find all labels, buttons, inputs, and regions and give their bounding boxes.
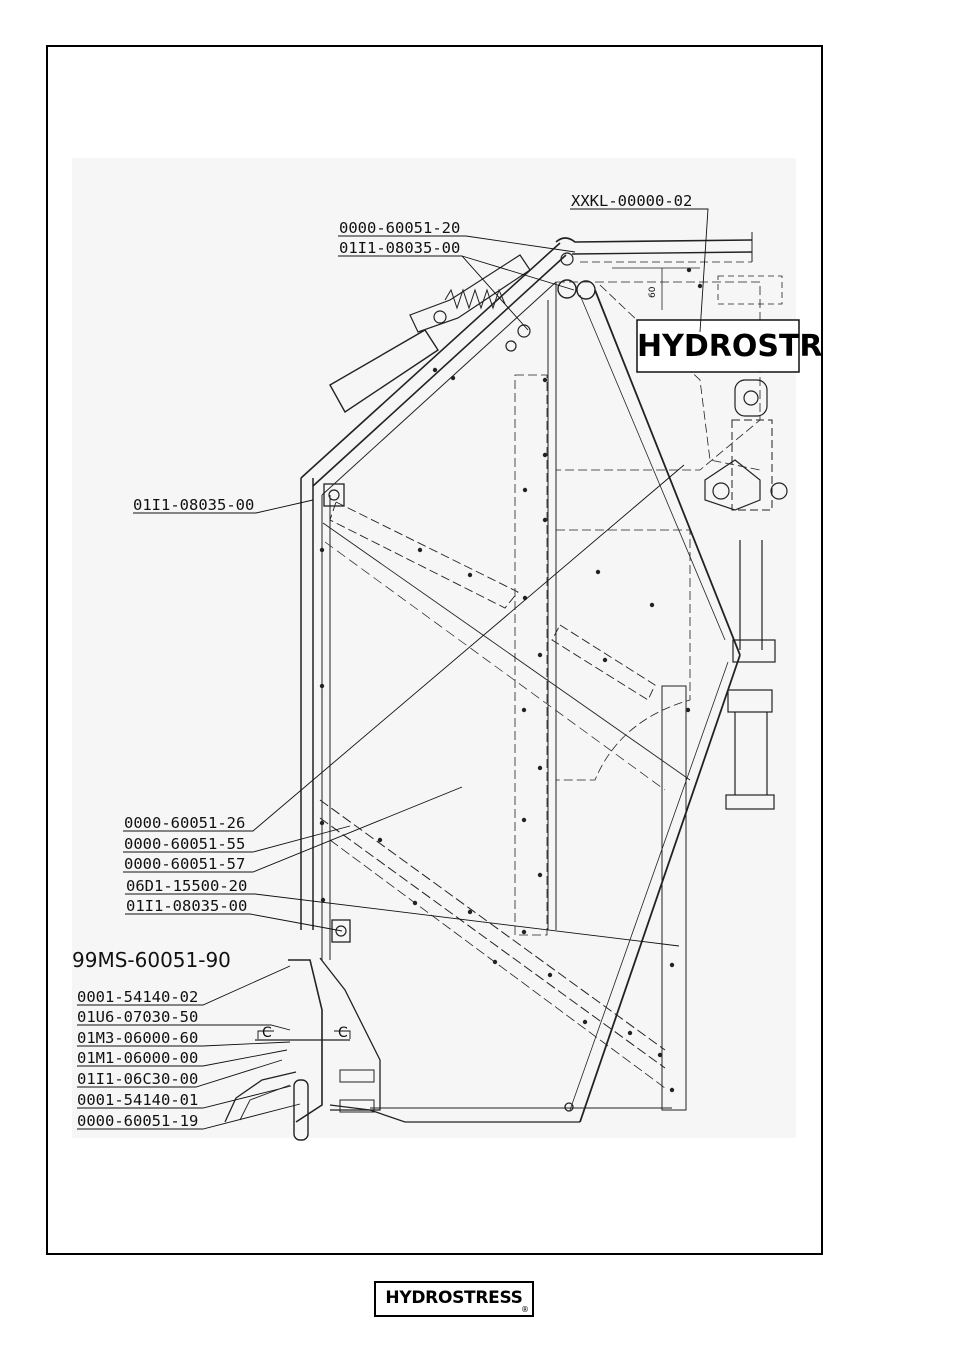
registered-mark: ® (521, 1305, 529, 1314)
dimension-label: 60 (648, 286, 658, 298)
label-xxkl: XXKL-00000-02 (571, 192, 692, 210)
label-top-2: 01I1-08035-00 (339, 239, 460, 257)
label-base-4: 01M1-06000-00 (77, 1049, 198, 1067)
fastener-dots (319, 267, 703, 1093)
label-lower-1: 0000-60051-26 (124, 814, 245, 832)
section-mark-left: C (262, 1025, 272, 1041)
label-base-2: 01U6-07030-50 (77, 1008, 198, 1026)
leader-lines (77, 208, 709, 1130)
plate-text: HYDROSTR (637, 329, 823, 364)
part-labels: XXKL-00000-02 0000-60051-20 01I1-08035-0… (72, 192, 692, 1130)
footer-logo: HYDROSTRESS ® (374, 1281, 534, 1317)
label-base-5: 01I1-06C30-00 (77, 1070, 198, 1088)
label-lower-4: 06D1-15500-20 (126, 877, 247, 895)
label-base-7: 0000-60051-19 (77, 1112, 198, 1130)
label-base-1: 0001-54140-02 (77, 988, 198, 1006)
label-mid-left: 01I1-08035-00 (133, 496, 254, 514)
label-lower-5: 01I1-08035-00 (126, 897, 247, 915)
brand-plate: HYDROSTR (636, 319, 823, 373)
section-mark-right: C (338, 1025, 348, 1041)
drawing-frame (46, 45, 823, 1255)
label-lower-2: 0000-60051-55 (124, 835, 245, 853)
label-base-6: 0001-54140-01 (77, 1091, 198, 1109)
label-top-1: 0000-60051-20 (339, 219, 460, 237)
assembly-number: 99MS-60051-90 (72, 948, 231, 972)
footer-logo-text: HYDROSTRESS (385, 1288, 523, 1308)
label-base-3: 01M3-06000-60 (77, 1029, 198, 1047)
label-lower-3: 0000-60051-57 (124, 855, 245, 873)
